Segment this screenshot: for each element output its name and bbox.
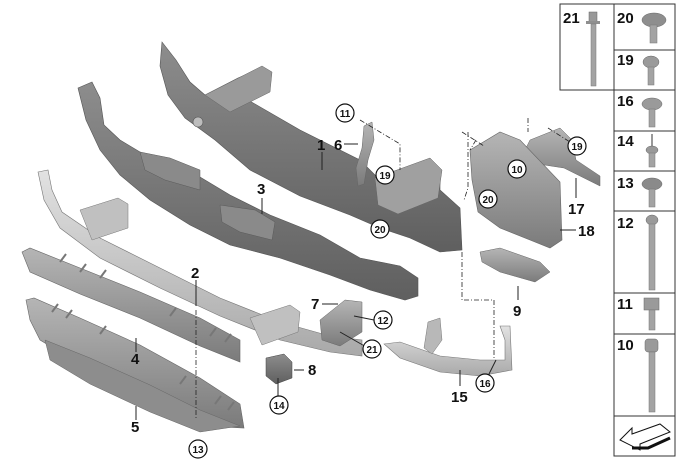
fastener-14: 14 xyxy=(617,133,659,168)
svg-text:19: 19 xyxy=(379,171,391,182)
svg-text:14: 14 xyxy=(617,133,634,150)
fastener-grid: 21 20 19 16 14 xyxy=(559,3,676,457)
fastener-11: 11 xyxy=(617,296,660,331)
label-4: 4 xyxy=(131,351,140,368)
callouts: 11 19 20 10 19 20 12 21 16 14 13 xyxy=(188,103,587,459)
svg-text:12: 12 xyxy=(617,215,634,232)
callout-16: 16 xyxy=(475,373,495,393)
svg-text:13: 13 xyxy=(192,445,204,456)
part-3-absorber xyxy=(77,81,419,301)
label-18: 18 xyxy=(578,223,595,240)
label-9: 9 xyxy=(513,303,521,320)
svg-text:16: 16 xyxy=(479,379,491,390)
fastener-20: 20 xyxy=(617,10,667,44)
part-18-frame xyxy=(469,131,563,249)
svg-text:16: 16 xyxy=(617,93,634,110)
part-9-bracket xyxy=(479,247,551,283)
fastener-12: 12 xyxy=(617,214,659,291)
svg-text:19: 19 xyxy=(617,52,634,69)
dashed-leaders xyxy=(195,118,571,420)
callout-12: 12 xyxy=(373,310,393,330)
svg-text:13: 13 xyxy=(617,175,634,192)
callout-20a: 20 xyxy=(370,219,390,239)
callout-19a: 19 xyxy=(375,165,395,185)
part-5-lower-strip xyxy=(25,297,245,433)
part-7-bracket xyxy=(319,299,363,347)
callout-19b: 19 xyxy=(567,136,587,156)
fastener-13: 13 xyxy=(617,175,663,208)
callout-21: 21 xyxy=(362,339,382,359)
label-8: 8 xyxy=(308,362,316,379)
callout-10: 10 xyxy=(507,159,527,179)
label-15: 15 xyxy=(451,389,468,406)
direction-arrow-icon xyxy=(619,423,671,451)
svg-text:12: 12 xyxy=(377,316,389,327)
callout-20b: 20 xyxy=(478,189,498,209)
callout-11: 11 xyxy=(335,103,355,123)
label-17: 17 xyxy=(568,201,585,218)
svg-text:20: 20 xyxy=(482,195,494,206)
part-15-tab xyxy=(423,317,443,355)
fastener-19: 19 xyxy=(617,52,660,86)
callout-13: 13 xyxy=(188,439,208,459)
part-15-support xyxy=(383,325,513,377)
label-5: 5 xyxy=(131,419,139,436)
label-6: 6 xyxy=(334,137,342,154)
svg-text:19: 19 xyxy=(571,142,583,153)
part-4-grille-strip xyxy=(21,247,241,363)
svg-text:11: 11 xyxy=(617,296,633,313)
svg-text:10: 10 xyxy=(617,337,634,354)
part-8-block xyxy=(265,353,293,385)
callout-14: 14 xyxy=(269,395,289,415)
label-3: 3 xyxy=(257,181,265,198)
label-7: 7 xyxy=(311,296,319,313)
svg-text:11: 11 xyxy=(340,109,351,120)
svg-text:20: 20 xyxy=(374,225,386,236)
svg-text:21: 21 xyxy=(563,10,580,27)
svg-text:14: 14 xyxy=(273,401,285,412)
svg-text:20: 20 xyxy=(617,10,634,27)
label-1: 1 xyxy=(317,137,325,154)
svg-text:21: 21 xyxy=(366,345,378,356)
svg-text:10: 10 xyxy=(511,165,523,176)
solid-leaders xyxy=(135,143,577,420)
fastener-21: 21 xyxy=(563,10,600,87)
label-2: 2 xyxy=(191,265,199,282)
part-labels: 1 2 3 4 5 6 7 8 9 15 17 18 xyxy=(131,137,595,436)
fastener-16: 16 xyxy=(617,93,663,128)
fastener-10: 10 xyxy=(617,337,659,413)
